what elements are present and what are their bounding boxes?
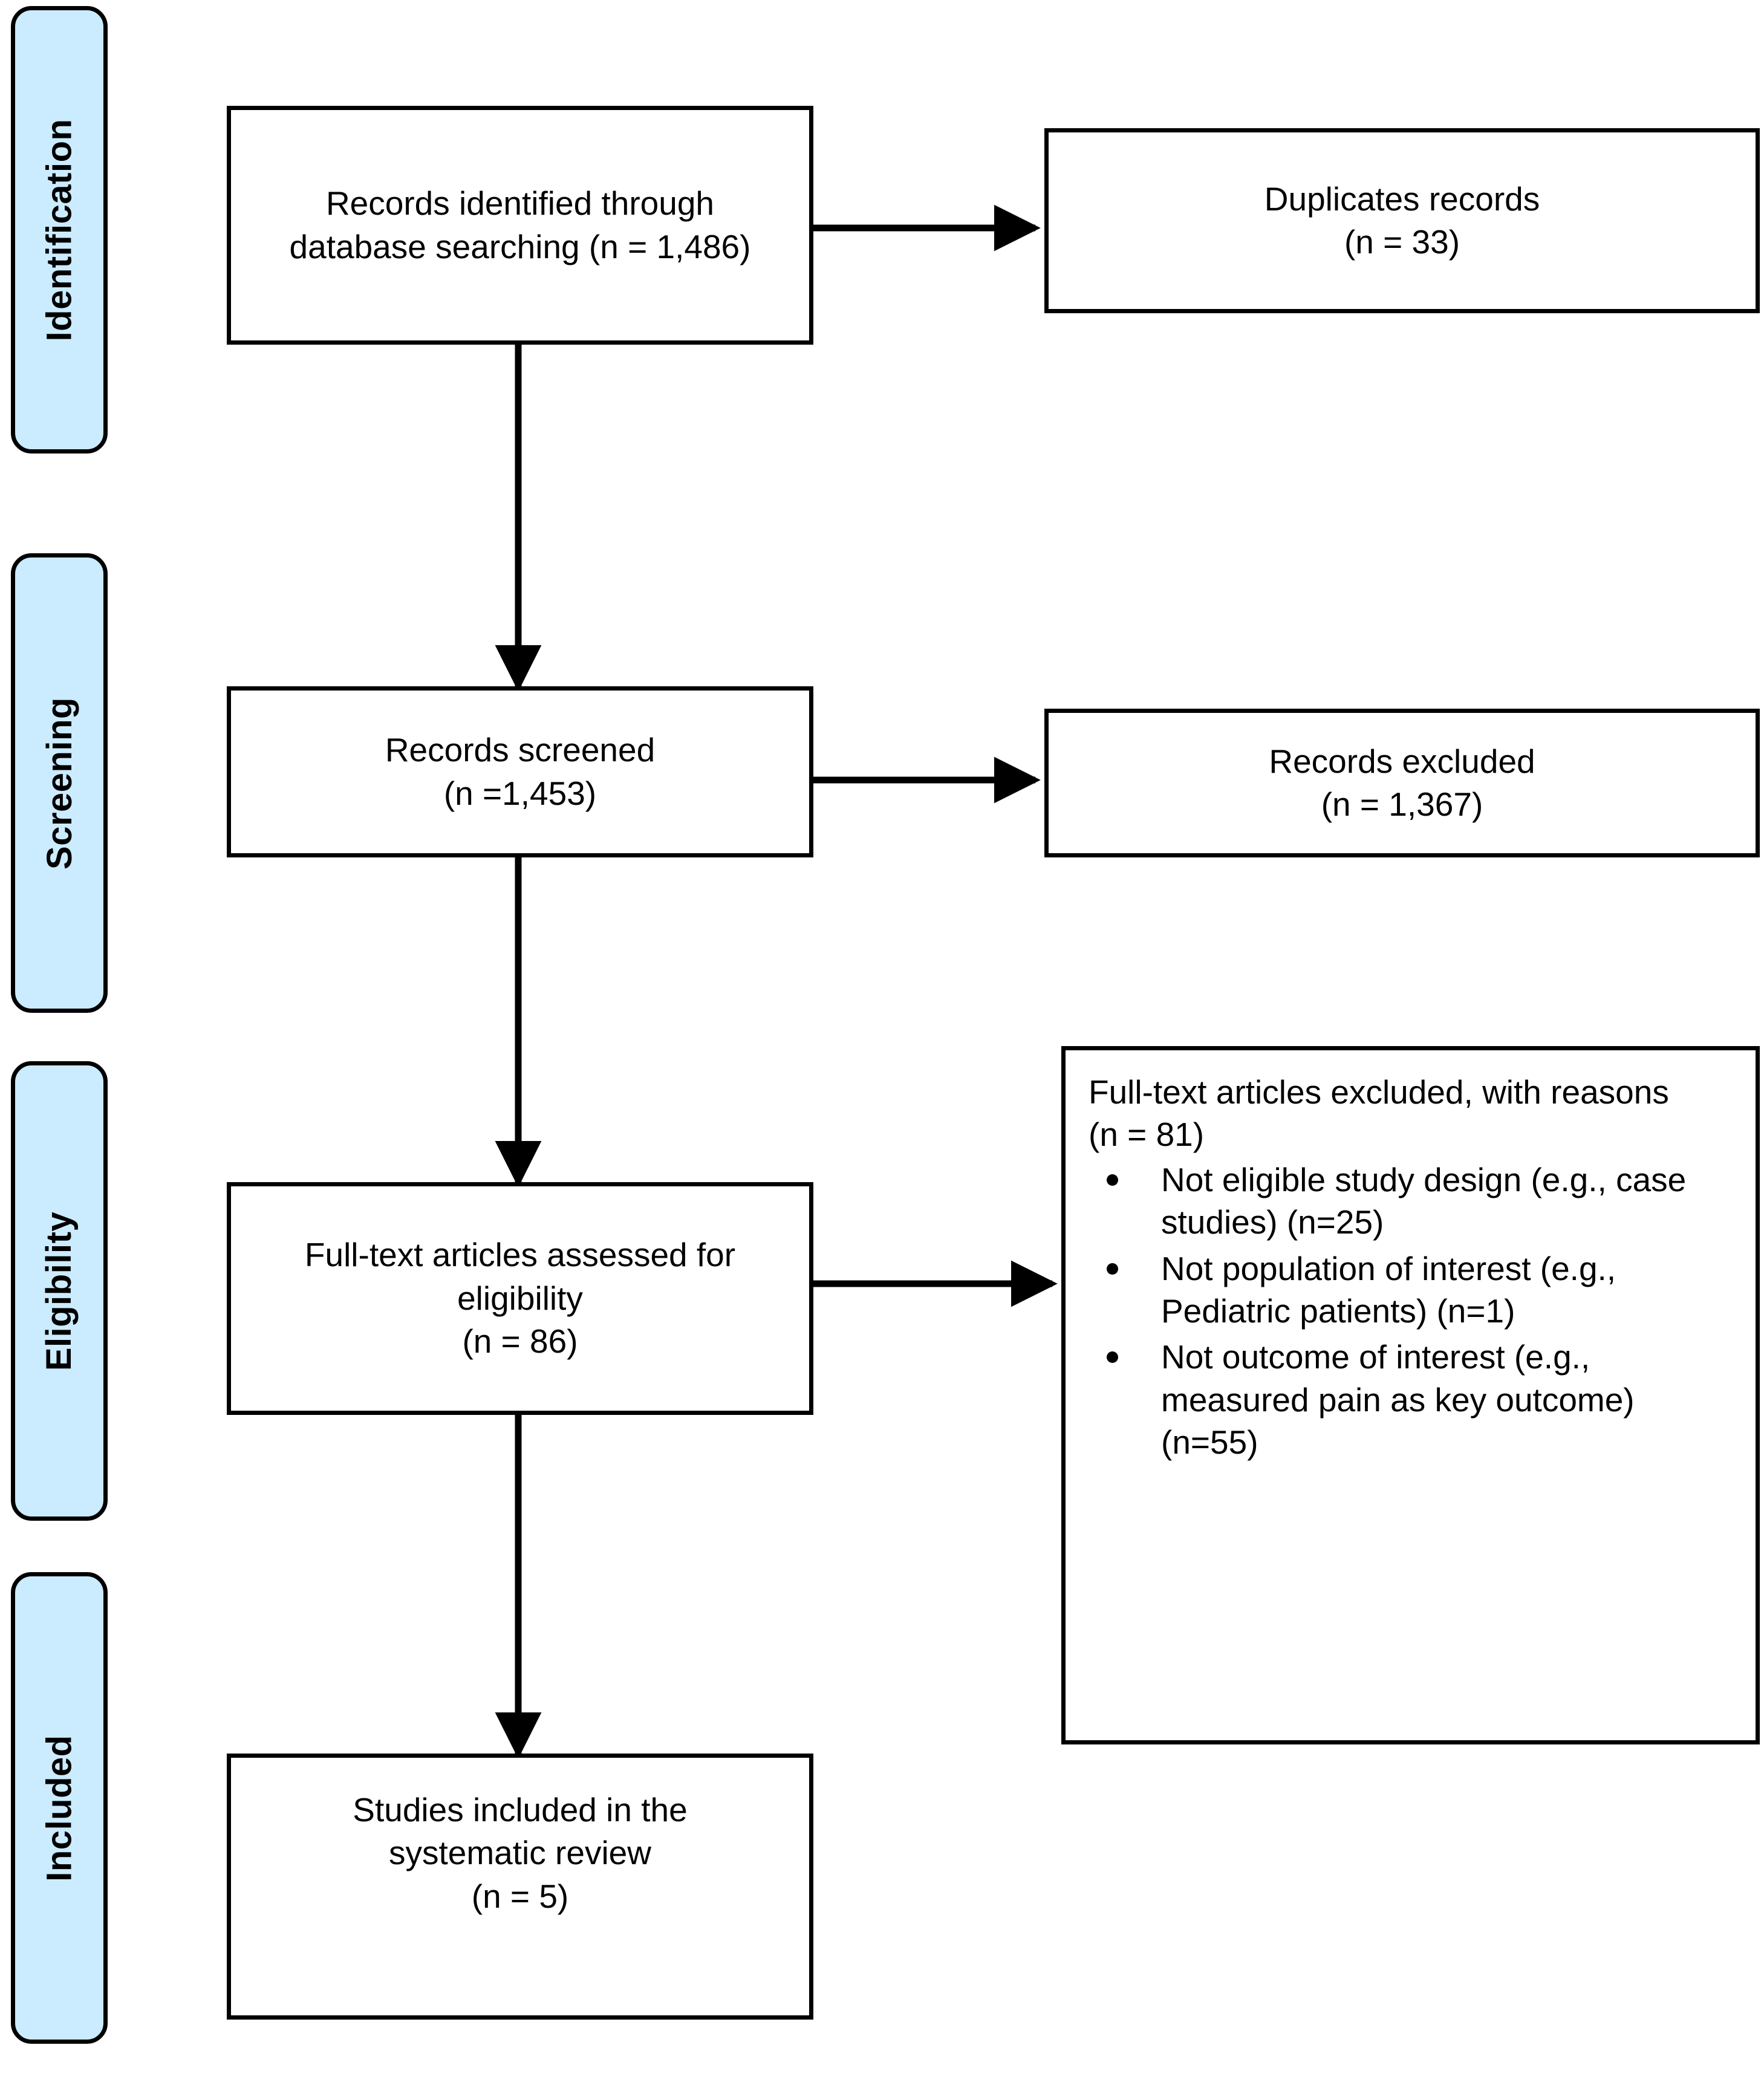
exclusion-reason-list: Not eligible study design (e.g., case st… [1089,1159,1737,1464]
box-studies-included-text: Studies included in the systematic revie… [337,1789,703,1919]
box-records-screened-line2: (n =1,453) [443,774,597,812]
box-studies-included-line1: Studies included in the [353,1790,688,1829]
box-records-excluded: Records excluded (n = 1,367) [1044,709,1760,857]
stage-label-identification-text: Identification [39,119,79,341]
box-records-excluded-line2: (n = 1,367) [1321,785,1483,823]
box-studies-included: Studies included in the systematic revie… [227,1754,813,2020]
exclusion-reason-text: Not eligible study design (e.g., case st… [1161,1160,1687,1241]
exclusion-reason-text: Not population of interest (e.g., Pediat… [1161,1249,1616,1330]
box-fulltext-assessed-line1: Full-text articles assessed for [304,1236,736,1274]
box-records-screened: Records screened (n =1,453) [227,686,813,857]
box-records-screened-text: Records screened (n =1,453) [369,729,671,815]
box-records-identified-line1: Records identified through [325,184,715,222]
bullet-icon [1107,1174,1118,1186]
exclusion-reason-item: Not outcome of interest (e.g., measured … [1089,1336,1737,1463]
box-fulltext-assessed-text: Full-text articles assessed for eligibil… [289,1234,751,1364]
stage-label-eligibility-text: Eligibility [39,1211,79,1371]
stage-label-included: Included [11,1572,108,2044]
box-duplicates-records-line1: Duplicates records [1264,180,1540,218]
box-duplicates-records-text: Duplicates records (n = 33) [1249,178,1555,264]
stage-label-screening: Screening [11,553,108,1013]
exclusion-reason-text: Not outcome of interest (e.g., measured … [1161,1338,1635,1461]
box-records-excluded-text: Records excluded (n = 1,367) [1253,740,1551,827]
box-records-identified-text: Records identified through database sear… [274,182,767,268]
box-fulltext-assessed-line3: (n = 86) [462,1322,578,1360]
bullet-icon [1107,1263,1118,1275]
box-fulltext-excluded-inner: Full-text articles excluded, with reason… [1066,1050,1756,1468]
exclusion-reason-item: Not eligible study design (e.g., case st… [1089,1159,1737,1244]
box-records-identified-line2: database searching (n = 1,486) [289,227,751,265]
box-fulltext-assessed-line2: eligibility [457,1279,583,1317]
box-records-screened-line1: Records screened [385,731,656,769]
box-duplicates-records: Duplicates records (n = 33) [1044,128,1760,313]
box-records-identified: Records identified through database sear… [227,106,813,345]
box-records-excluded-line1: Records excluded [1269,742,1535,780]
exclusion-reason-item: Not population of interest (e.g., Pediat… [1089,1247,1737,1333]
bullet-icon [1107,1351,1118,1364]
box-duplicates-records-line2: (n = 33) [1344,223,1460,261]
box-fulltext-excluded-reasons: Full-text articles excluded, with reason… [1061,1046,1760,1744]
stage-label-eligibility: Eligibility [11,1061,108,1521]
box-fulltext-excluded-heading: Full-text articles excluded, with reason… [1089,1073,1669,1154]
box-fulltext-assessed: Full-text articles assessed for eligibil… [227,1182,813,1415]
stage-label-screening-text: Screening [39,697,79,870]
box-studies-included-line3: (n = 5) [471,1877,569,1915]
stage-label-included-text: Included [39,1734,79,1882]
box-studies-included-line2: systematic review [389,1834,651,1872]
stage-label-identification: Identification [11,6,108,453]
